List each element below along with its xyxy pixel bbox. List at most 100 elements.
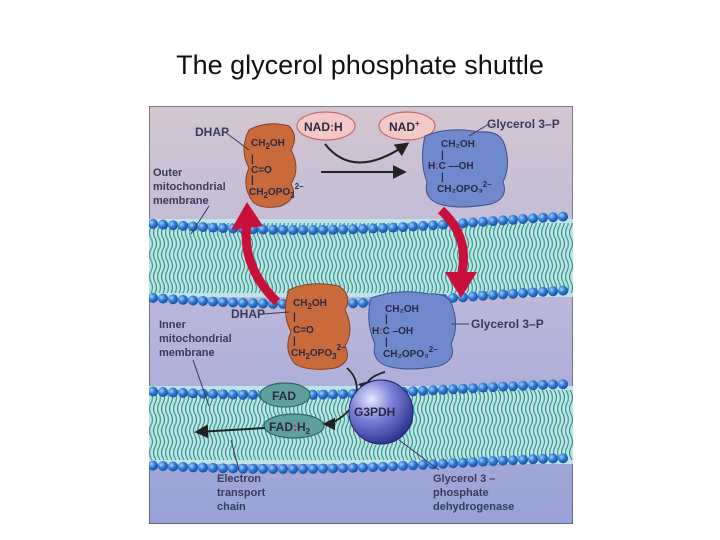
lipid-head-bead [278,464,288,474]
lipid-head-bead [178,461,188,472]
lipid-head-bead [328,224,338,235]
lipid-head-bead [338,224,348,235]
dhap-cytosol: CH2OH | C=O | CH2OPO32– [243,123,304,208]
lipid-head-bead [348,462,358,473]
svg-text:CH2OH: CH2OH [293,298,327,311]
lipid-head-bead [158,293,168,304]
lipid-head-bead [538,453,548,464]
svg-text:NAD+: NAD+ [389,119,420,134]
lipid-head-bead [168,294,178,305]
lipid-head-bead [208,388,218,399]
outer-membrane-label: Outer mitochondrial membrane [153,167,229,207]
svg-text:CH2OPO32–: CH2OPO32– [249,182,304,200]
lipid-head-bead [438,384,448,395]
shuttle-arrowhead-left [231,202,263,230]
lipid-head-bead [518,380,528,391]
lipid-head-bead [298,463,308,474]
svg-text:|: | [441,150,444,161]
lipid-head-bead [268,224,278,235]
svg-text:|: | [293,336,296,347]
lipid-head-bead [528,213,538,224]
lipid-head-bead [498,215,508,226]
lipid-head-bead [478,456,488,467]
shuttle-arrow-left [241,223,281,306]
lipid-head-bead [198,222,208,232]
lipid-head-bead [488,382,498,393]
lipid-head-bead [178,294,188,305]
lipid-head-bead [238,463,248,474]
glycerol-3p-cytosol: CH₂OH | H:C —OH | CH₂OPO₃2– [421,129,509,208]
lipid-head-bead [468,383,478,394]
svg-text:FAD:H2: FAD:H2 [269,420,311,436]
lipid-head-bead [528,380,538,391]
lipid-head-bead [558,453,568,464]
lipid-head-bead [488,290,498,301]
lipid-head-bead [558,285,568,296]
lipid-head-bead [378,223,388,234]
lipid-head-bead [438,458,448,469]
lipid-head-bead [488,456,498,467]
lipid-head-bead [288,225,298,235]
glycerol-3p-label-top-leader [468,123,490,137]
inner-membrane-label-leader [192,359,210,407]
lipid-head-bead [408,386,418,397]
lipid-head-bead [348,224,358,235]
lipid-head-bead [149,386,158,397]
lipid-head-bead [168,387,178,398]
lipid-head-bead [458,457,468,468]
lipid-head-bead [178,220,188,231]
lipid-head-bead [528,454,538,465]
lipid-head-bead [508,288,518,299]
lipid-head-bead [158,219,168,230]
lipid-head-bead [358,297,368,308]
lipid-head-bead [478,216,488,227]
lipid-head-bead [428,220,438,231]
lipid-head-bead [208,462,218,473]
lipid-head-bead [318,463,328,474]
lipid-head-bead [338,389,348,400]
nad-plus-cofactor: NAD+ [378,111,436,141]
lipid-head-bead [468,217,478,228]
lipid-head-bead [228,463,238,474]
lipid-head-bead [558,211,568,222]
lipid-head-bead [508,381,518,392]
lipid-head-bead [188,388,198,399]
lipid-head-bead [368,462,378,473]
lipid-head-bead [188,295,198,306]
lipid-head-bead [268,464,278,474]
lipid-head-bead [548,212,558,223]
svg-text:G3PDH: G3PDH [354,405,395,419]
electron-transfer-arrow [194,424,266,439]
inner-membrane [149,379,573,474]
fad-cofactor: FAD [259,382,311,408]
lipid-head-bead [508,214,518,225]
lipid-head-bead [149,292,158,303]
lipid-head-bead [198,296,208,306]
lipid-head-bead [188,221,198,232]
lipid-head-bead [418,459,428,470]
svg-text:|: | [441,172,444,183]
lipid-head-bead [558,379,568,390]
lipid-head-bead [288,464,298,474]
lipid-head-bead [158,461,168,471]
dhap-label-top-leader [224,131,250,151]
lipid-head-bead [428,385,438,396]
lipid-head-bead [418,220,428,231]
lipid-head-bead [498,381,508,392]
dhap-label-top: DHAP [195,125,229,139]
electron-transport-label: Electron transport chain [217,473,268,513]
lipid-head-bead [448,292,458,303]
dhap-membrane: CH2OH | C=O | CH2OPO32– [285,283,351,370]
lipid-head-bead [258,298,268,309]
svg-text:C=O: C=O [293,325,314,336]
glycerol-3p-label-top: Glycerol 3–P [487,117,560,131]
enzyme-name-label-leader [398,439,440,471]
lipid-head-bead [228,297,238,308]
inner-membrane-label: Inner mitochondrial membrane [159,319,235,359]
lipid-head-bead [328,463,338,474]
lipid-head-bead [518,454,528,465]
lipid-head-bead [398,222,408,233]
lipid-head-bead [298,225,308,235]
lipid-head-bead [388,222,398,233]
svg-text:|: | [385,314,388,325]
